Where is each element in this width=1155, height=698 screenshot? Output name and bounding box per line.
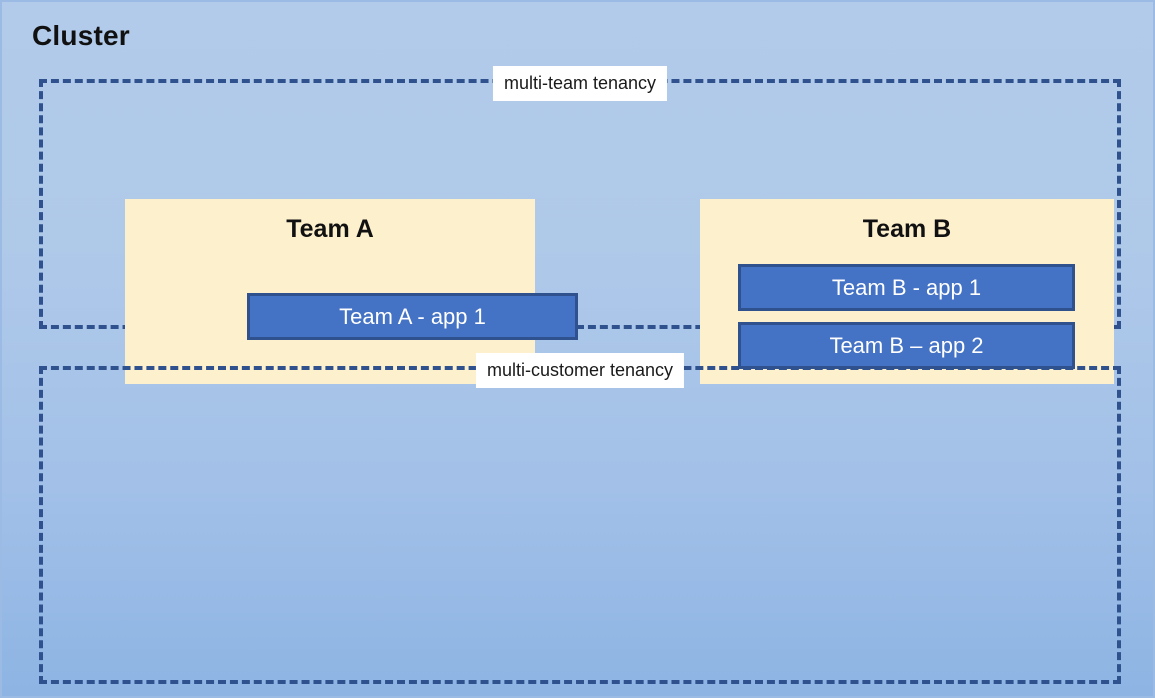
app-box-team-b-app-1[interactable]: Team B - app 1 <box>738 264 1075 311</box>
app-box-team-a-app-1[interactable]: Team A - app 1 <box>247 293 578 340</box>
cluster-title: Cluster <box>32 20 130 51</box>
tenancy-group-multi-customer: multi-customer tenancy Team C Team C – a… <box>39 353 1121 684</box>
tenancy-group-multi-team: multi-team tenancy Team A Team A - app 1… <box>39 66 1121 384</box>
team-box-team-a: Team A Team A - app 1 <box>125 199 578 384</box>
team-box-team-b: Team B Team B - app 1 Team B – app 2 <box>700 199 1114 384</box>
team-title-team-b: Team B <box>862 215 952 243</box>
tenancy-label-multi-customer: multi-customer tenancy <box>475 353 685 388</box>
app-list-team-a: Team A - app 1 <box>247 293 578 340</box>
tenancy-label-multi-team: multi-team tenancy <box>492 66 668 101</box>
team-title-team-a: Team A <box>286 215 374 243</box>
app-box-team-b-app-2[interactable]: Team B – app 2 <box>738 322 1075 369</box>
app-list-team-b: Team B - app 1 Team B – app 2 <box>738 264 1075 369</box>
